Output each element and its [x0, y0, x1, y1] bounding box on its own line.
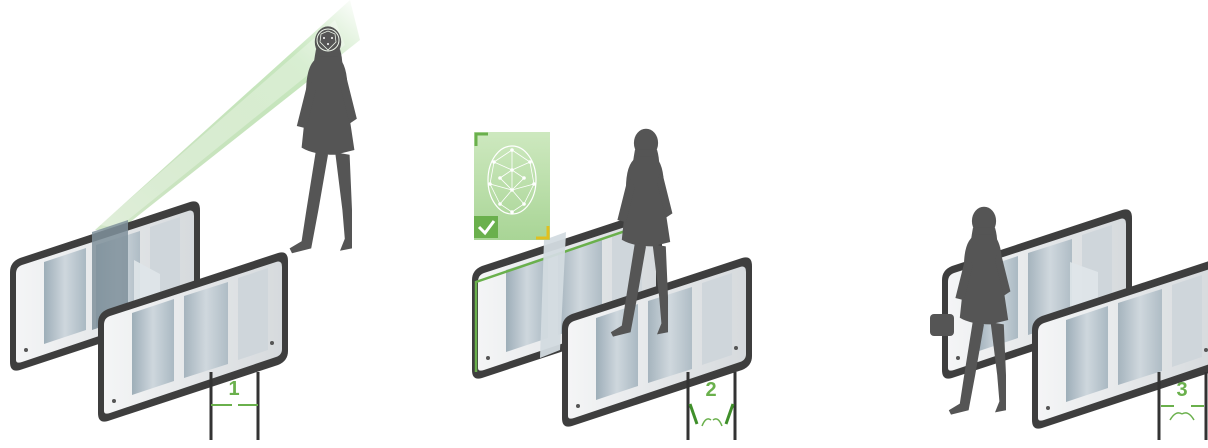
step-number: 2 — [705, 379, 716, 401]
step-2-group: 2 — [472, 129, 752, 440]
handbag — [930, 314, 954, 336]
step-3-group: 3 — [930, 207, 1208, 440]
face-recognition-panel — [474, 132, 550, 240]
step-number: 3 — [1176, 379, 1187, 401]
check-icon — [474, 216, 498, 238]
step-1-group: 1 — [10, 0, 360, 440]
step-number: 1 — [228, 378, 239, 400]
